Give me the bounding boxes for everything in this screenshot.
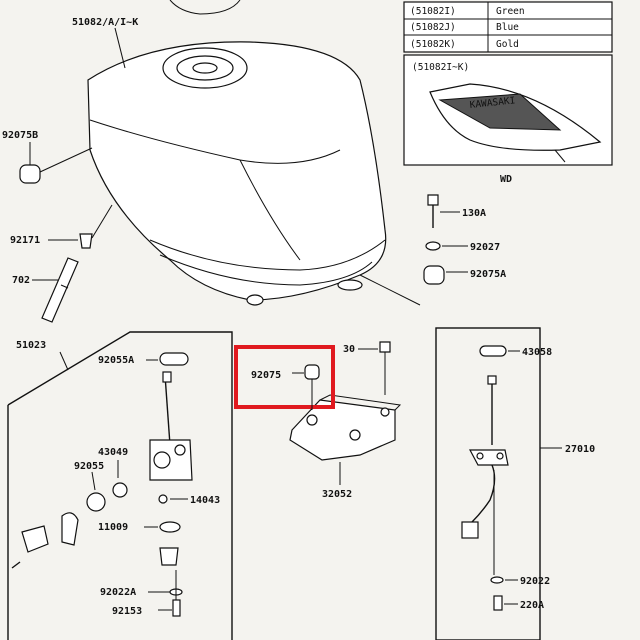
label-bracket: 32052 (322, 489, 352, 500)
label-tank: 51082/A/I~K (72, 17, 138, 28)
mounting-bracket (289, 394, 402, 461)
label-bolt-220a: 220A (520, 600, 544, 611)
color-table: (51082I) Green (51082J) Blue (51082K) Go… (403, 1, 613, 53)
decal-inset: (51082I~K) KAWASAKI WD (403, 54, 613, 185)
label-damper: 92075A (470, 269, 506, 280)
label-fuel-cock-group: 51023 (16, 340, 46, 351)
label-bolt-30: 30 (343, 344, 355, 355)
color-code-2: (51082J) (410, 22, 456, 33)
hose-part (41, 257, 79, 323)
label-drain-bolt: 92153 (112, 606, 142, 617)
cock-plate (21, 525, 49, 553)
inset-title: (51082I~K) (412, 62, 469, 73)
label-hose: 702 (12, 275, 30, 286)
color-code-3: (51082K) (410, 39, 456, 50)
color-name-3: Gold (496, 39, 519, 50)
label-bolt-130a: 130A (462, 208, 486, 219)
fuel-gauge-unit (461, 375, 509, 575)
inset-footer: WD (500, 174, 512, 185)
label-fuel-gauge: 27010 (565, 444, 595, 455)
highlighted-part-92075[interactable]: 92075 (234, 345, 335, 410)
color-name-2: Blue (496, 22, 519, 33)
fuel-cock-body (149, 371, 193, 481)
color-name-1: Green (496, 6, 525, 17)
cushion-part (19, 164, 41, 184)
label-highlighted-part: 92075 (251, 370, 281, 381)
fuel-gauge-group (435, 327, 541, 640)
decal-text: KAWASAKI (469, 95, 516, 111)
label-lever: 43049 (98, 447, 128, 458)
label-washer-b: 92022 (520, 576, 550, 587)
label-filter: 11009 (98, 522, 128, 533)
label-o-ring: 92055 (74, 461, 104, 472)
label-cap-cushion: 92075B (2, 130, 38, 141)
label-washer: 92022A (100, 587, 136, 598)
label-gasket-sender: 43058 (522, 347, 552, 358)
highlight-box (234, 345, 335, 409)
label-screw-cock: 14043 (190, 495, 220, 506)
fuel-tank (87, 0, 387, 306)
label-clip: 92171 (10, 235, 40, 246)
filter-cup (159, 547, 179, 566)
fuel-cock-group (7, 331, 233, 640)
damper-part (304, 364, 320, 380)
cock-connector (61, 512, 79, 546)
label-cock-gasket: 92055A (98, 355, 134, 366)
color-code-1: (51082I) (410, 6, 456, 17)
label-collar: 92027 (470, 242, 500, 253)
